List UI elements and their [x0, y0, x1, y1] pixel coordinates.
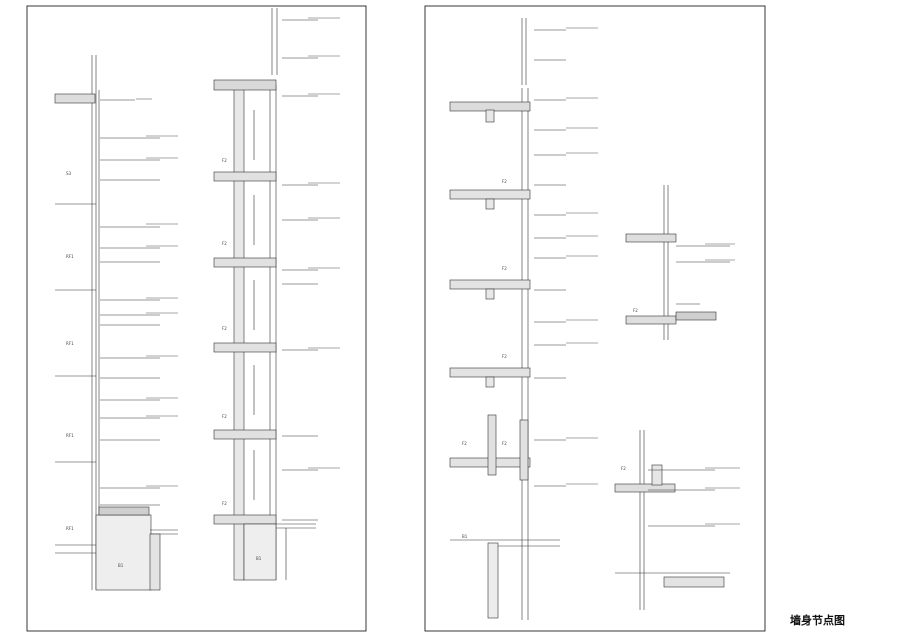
section-b-labels: F2 F2 F2 F2 F2 B1: [222, 158, 262, 561]
level-label: RF1: [66, 433, 74, 438]
level-label: S3: [66, 171, 72, 176]
section-b: [213, 8, 318, 581]
level-label: F2: [633, 308, 638, 313]
section-c: [449, 18, 566, 620]
left-frame: [26, 5, 367, 632]
section-d: [625, 185, 730, 340]
level-label: RF1: [66, 254, 74, 259]
annotation-texts: [136, 17, 740, 525]
level-label: F2: [222, 414, 227, 419]
section-c-labels: F2 F2 F2 F2 F2 B1: [462, 179, 507, 539]
level-label: F2: [621, 466, 626, 471]
level-label: F2: [222, 326, 227, 331]
level-label: F2: [502, 441, 507, 446]
base-label: B1: [462, 534, 468, 539]
level-label: F2: [222, 501, 227, 506]
section-a: [54, 55, 178, 591]
level-label: F2: [222, 158, 227, 163]
section-e: [614, 430, 730, 610]
level-label: F2: [502, 354, 507, 359]
section-a-labels: S3 RF1 RF1 RF1 RF1 B1: [66, 171, 124, 568]
level-label: F2: [222, 241, 227, 246]
level-label: RF1: [66, 341, 74, 346]
level-label: F2: [502, 179, 507, 184]
level-label: F2: [502, 266, 507, 271]
section-e-labels: F2: [621, 466, 626, 471]
base-label: B1: [256, 556, 262, 561]
level-label: RF1: [66, 526, 74, 531]
section-d-labels: F2: [633, 308, 638, 313]
base-label: B1: [118, 563, 124, 568]
right-frame: [424, 5, 766, 632]
drawing-caption: 墙身节点图: [790, 614, 845, 627]
level-label: F2: [462, 441, 467, 446]
